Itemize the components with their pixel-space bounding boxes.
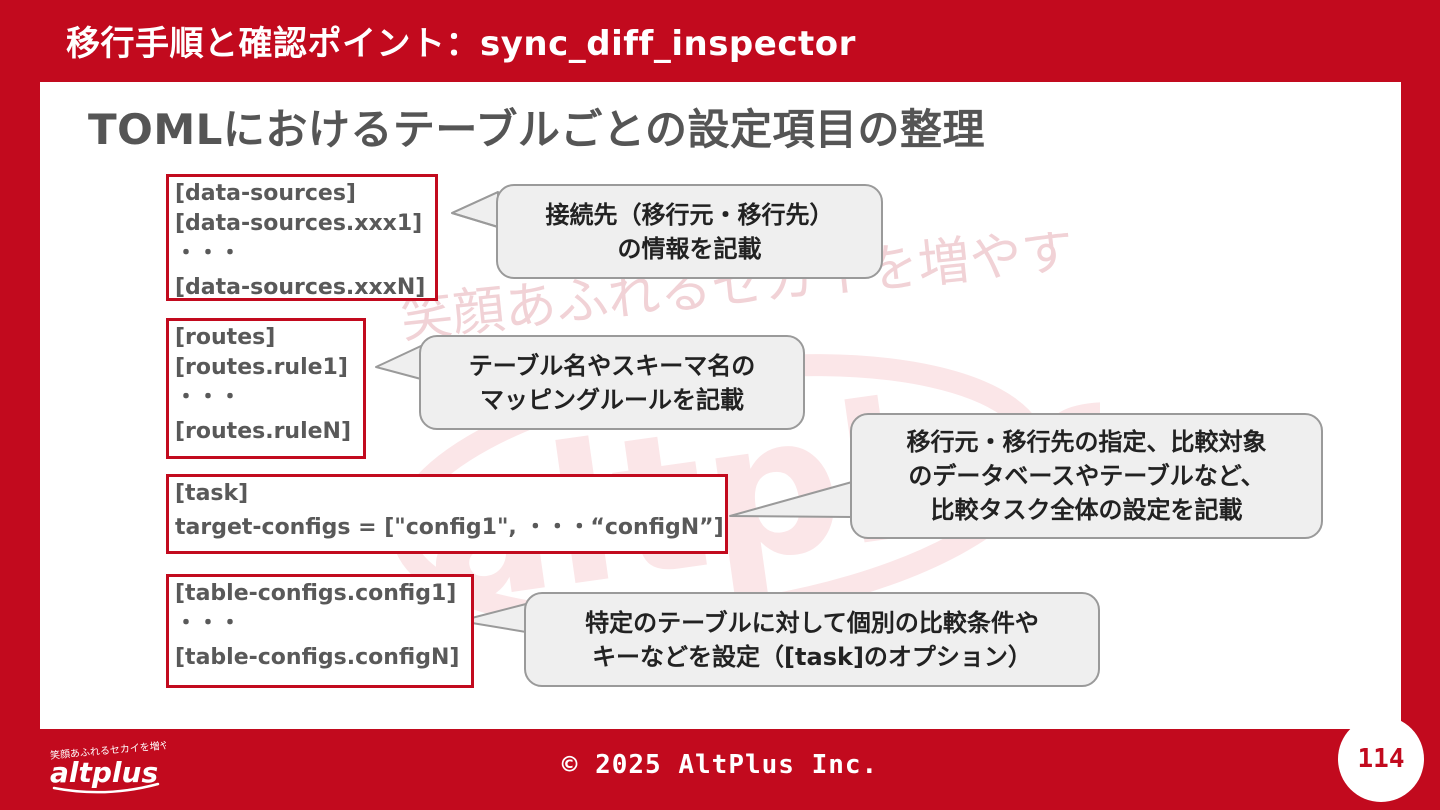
code-line: target-configs = ["config1", ・・・“configN…: [175, 515, 724, 540]
footer-copyright: © 2025 AltPlus Inc.: [561, 750, 879, 780]
page-number-badge: 114: [1338, 716, 1424, 802]
code-line: ・・・: [175, 385, 242, 410]
code-line: ・・・: [175, 241, 242, 266]
code-box-table-configs: [table-configs.config1] ・・・ [table-confi…: [166, 574, 474, 688]
code-line: [routes.rule1]: [175, 355, 348, 380]
callout-line: テーブル名やスキーマ名の: [468, 351, 756, 380]
callout-table-configs: 特定のテーブルに対して個別の比較条件や キーなどを設定（[task]のオプション…: [524, 592, 1100, 687]
code-line: [routes]: [175, 325, 276, 350]
callout-routes: テーブル名やスキーマ名の マッピングルールを記載: [419, 335, 805, 430]
code-line: [table-configs.config1]: [175, 581, 457, 606]
code-line: [task]: [175, 481, 249, 506]
code-line: [table-configs.configN]: [175, 645, 460, 670]
callout-line: のデータベースやテーブルなど、: [908, 462, 1265, 490]
altplus-logo: 笑顔あふれるセカイを増やす altplus: [50, 740, 166, 794]
callout-line: 移行元・移行先の指定、比較対象: [906, 428, 1267, 456]
code-line: [routes.ruleN]: [175, 419, 352, 444]
callout-line: 接続先（移行元・移行先）: [545, 200, 834, 229]
callout-line: 比較タスク全体の設定を記載: [930, 496, 1243, 524]
slide-content: 笑顔あふれるセカイを増やす altplus TOMLにおけるテーブルごとの設定項…: [40, 82, 1401, 729]
callout-line: の情報を記載: [617, 234, 762, 263]
callout-line: マッピングルールを記載: [480, 385, 744, 414]
header-title: 移行手順と確認ポイント：sync_diff_inspector: [66, 24, 856, 64]
code-line: ・・・: [175, 611, 242, 636]
callout-task: 移行元・移行先の指定、比較対象 のデータベースやテーブルなど、 比較タスク全体の…: [850, 413, 1323, 539]
page-number: 114: [1357, 744, 1405, 774]
callout-line: 特定のテーブルに対して個別の比較条件や: [585, 608, 1039, 637]
code-box-routes: [routes] [routes.rule1] ・・・ [routes.rule…: [166, 318, 366, 459]
svg-text:altplus: altplus: [50, 756, 158, 789]
code-line: [data-sources]: [175, 181, 356, 206]
callout-data-sources: 接続先（移行元・移行先） の情報を記載: [496, 184, 883, 279]
code-line: [data-sources.xxxN]: [175, 275, 426, 300]
code-line: [data-sources.xxx1]: [175, 211, 423, 236]
callout-line: キーなどを設定（[task]のオプション）: [592, 642, 1032, 671]
slide-heading: TOMLにおけるテーブルごとの設定項目の整理: [88, 105, 985, 154]
code-box-data-sources: [data-sources] [data-sources.xxx1] ・・・ […: [166, 174, 438, 301]
code-box-task: [task] target-configs = ["config1", ・・・“…: [166, 474, 728, 554]
